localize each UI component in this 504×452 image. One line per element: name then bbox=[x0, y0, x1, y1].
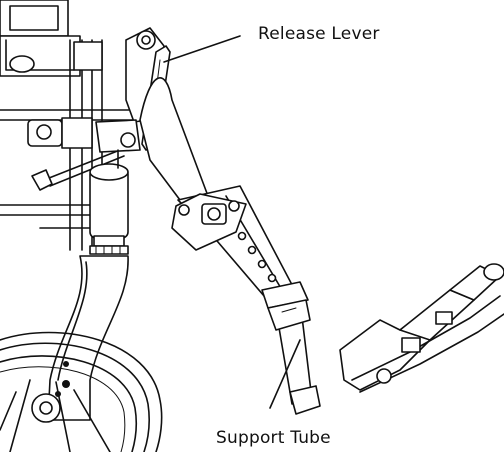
support-tube-label: Support Tube bbox=[216, 428, 331, 448]
wheelchair-frame bbox=[0, 0, 151, 421]
support-tube-leader-line bbox=[269, 339, 301, 409]
legrest-tube bbox=[139, 77, 321, 415]
release-lever-label: Release Lever bbox=[258, 24, 380, 44]
footplate bbox=[339, 263, 504, 393]
release-lever-leader-line bbox=[163, 35, 241, 63]
caster-wheel bbox=[0, 331, 163, 452]
